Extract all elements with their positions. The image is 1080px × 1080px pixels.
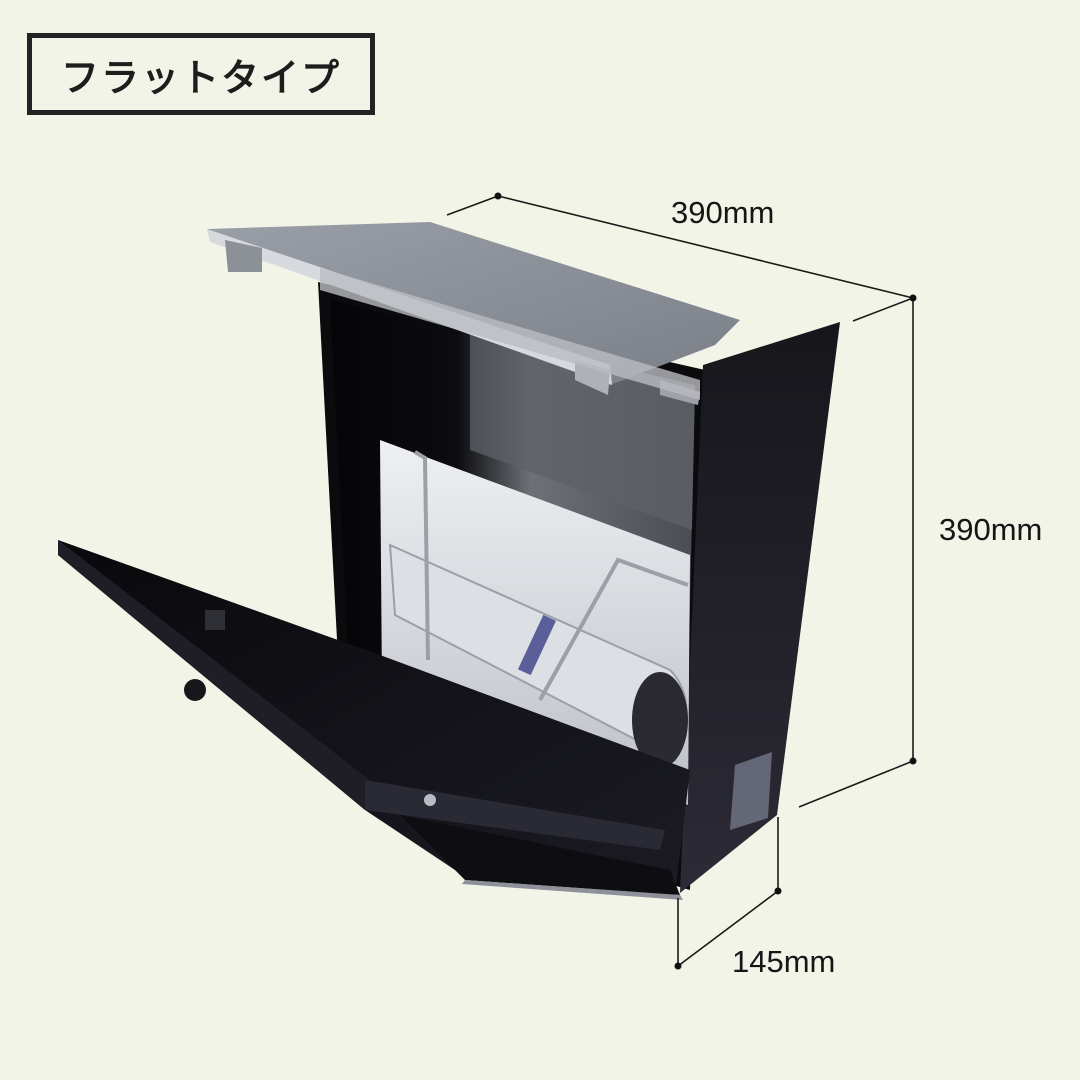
height-dimension-label: 390mm <box>939 512 1043 547</box>
mailbox-lid <box>207 222 740 405</box>
depth-dimension-label: 145mm <box>732 944 836 979</box>
side-panel <box>680 322 840 893</box>
width-dimension-label: 390mm <box>671 195 775 230</box>
mailbox-door <box>58 540 690 900</box>
side-window <box>730 752 772 830</box>
type-label-text: フラットタイプ <box>60 55 341 100</box>
dimension-lines <box>446 195 914 967</box>
type-label-box: フラットタイプ <box>27 33 375 115</box>
dimension-points <box>494 192 917 970</box>
